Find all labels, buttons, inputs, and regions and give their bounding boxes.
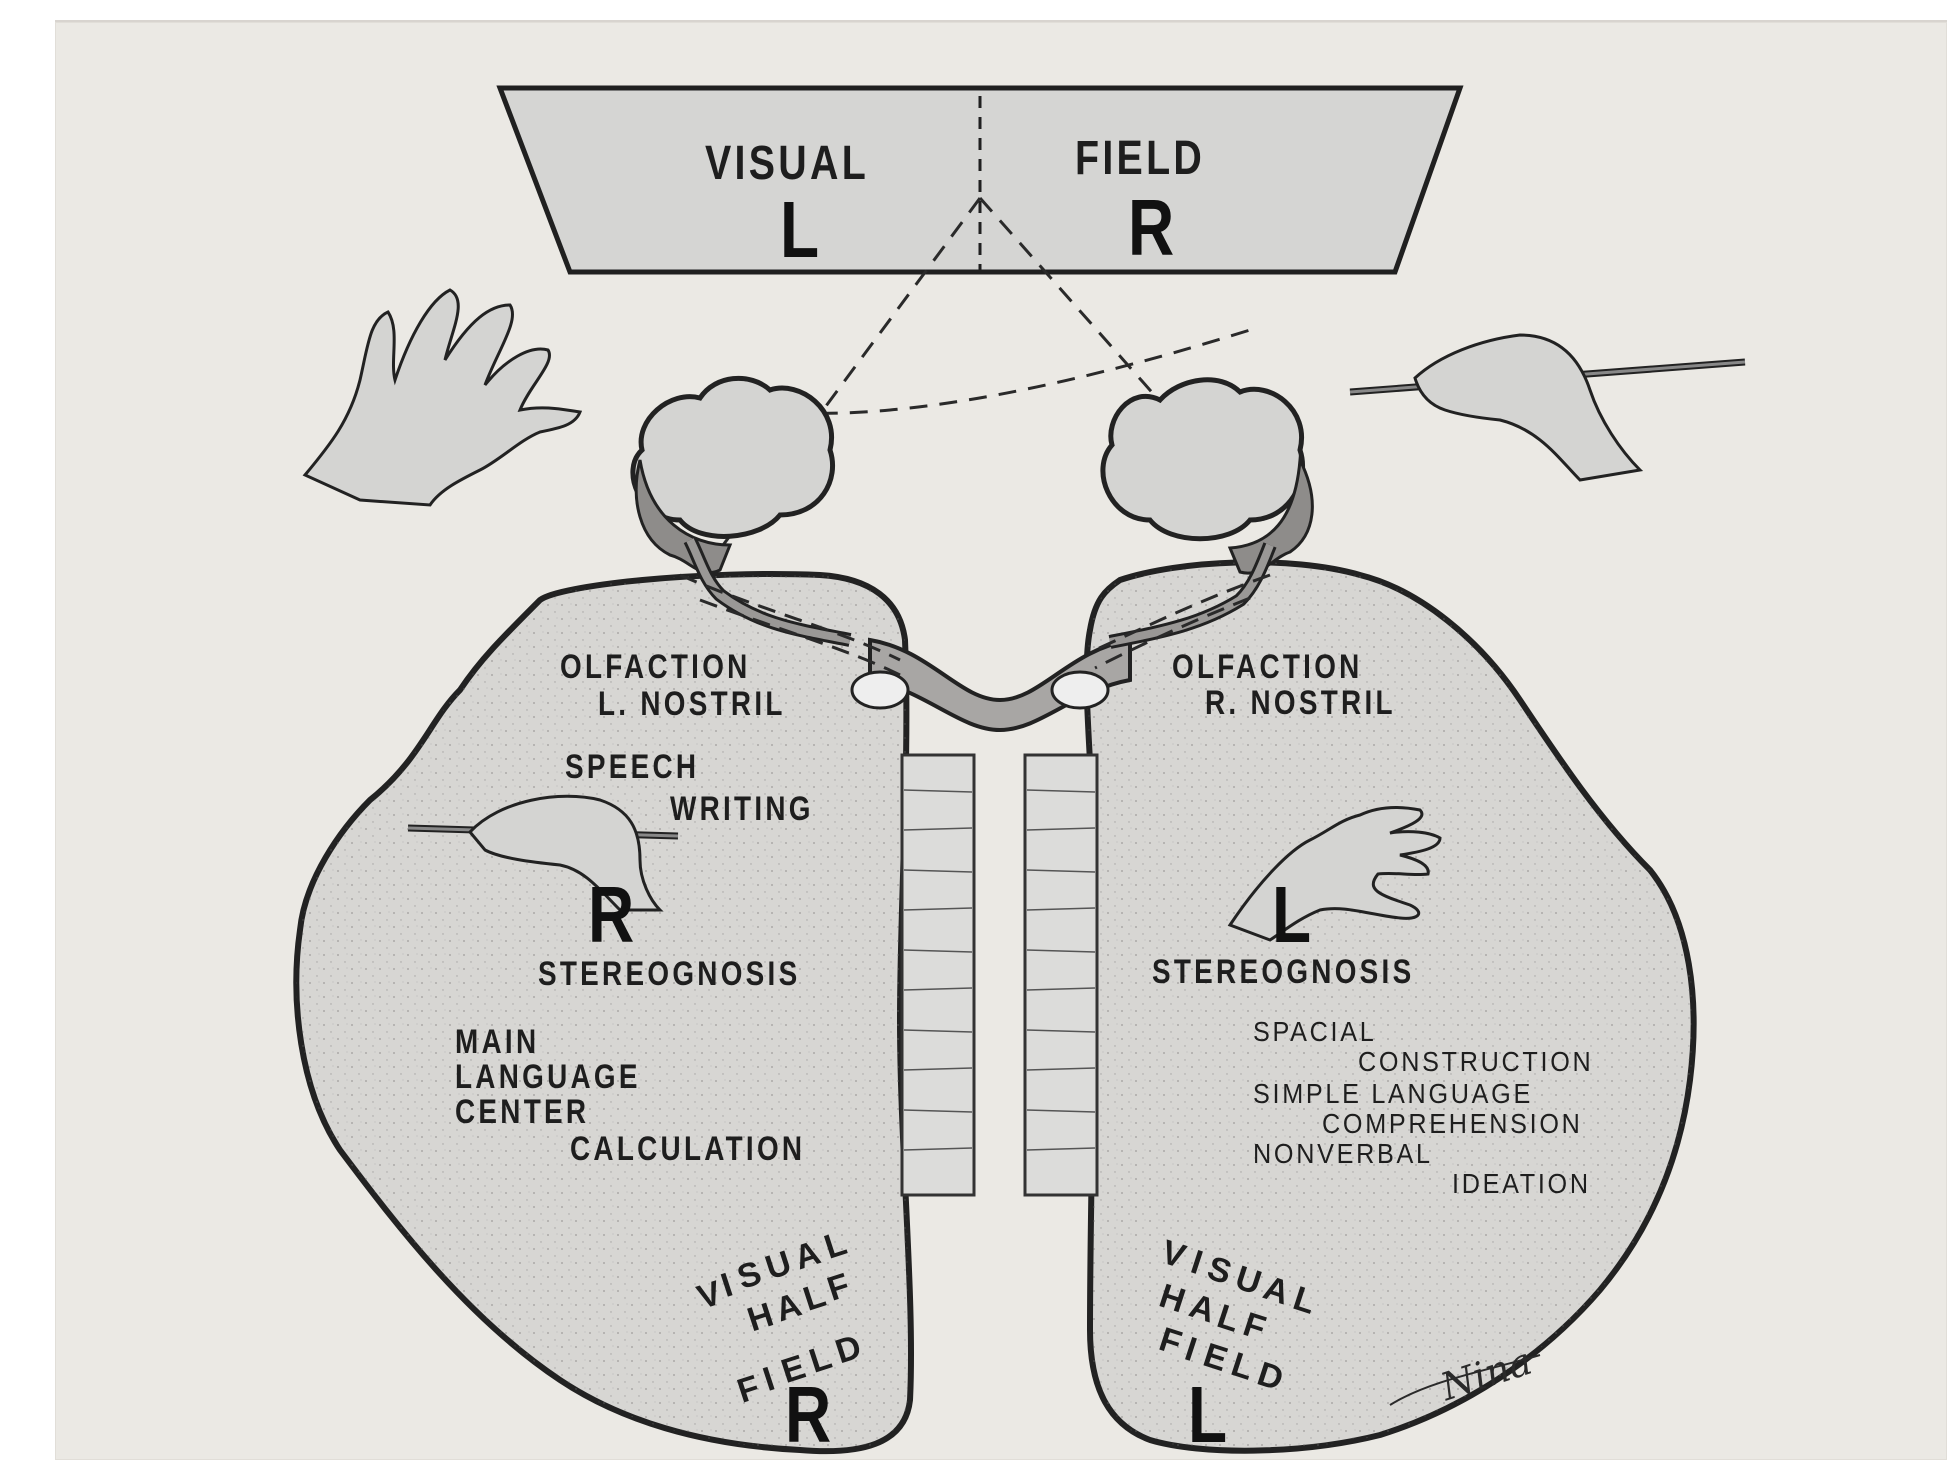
calculation-label: CALCULATION [570,1132,805,1166]
visual-field-left-word: VISUAL [705,140,869,188]
left-hand-letter: R [588,875,634,955]
left-field-letter: R [785,1375,831,1455]
visual-field-right-word: FIELD [1075,135,1205,183]
right-writing-hand-icon [1350,335,1745,480]
ideation-label: IDEATION [1452,1170,1591,1198]
construction-label: CONSTRUCTION [1358,1048,1593,1076]
right-stereognosis-label: STEREOGNOSIS [1152,955,1414,989]
corpus-callosum [902,755,1097,1195]
left-nostril-label: L. NOSTRIL [598,687,786,721]
visual-field-panel [500,88,1460,272]
nonverbal-label: NONVERBAL [1253,1140,1433,1168]
speech-label: SPEECH [565,750,699,784]
left-hand-icon [305,290,580,505]
left-olfaction-label: OLFACTION [560,650,751,684]
center-label: CENTER [455,1095,589,1129]
right-field-letter: L [1188,1375,1227,1455]
writing-label: WRITING [670,792,814,826]
main-label: MAIN [455,1025,539,1059]
visual-field-left-letter: L [780,190,819,270]
language-label: LANGUAGE [455,1060,641,1094]
left-stereognosis-label: STEREOGNOSIS [538,957,800,991]
spacial-label: SPACIAL [1253,1018,1376,1046]
simple-language-label: SIMPLE LANGUAGE [1253,1080,1533,1108]
right-nostril-label: R. NOSTRIL [1205,686,1396,720]
comprehension-label: COMPREHENSION [1322,1110,1583,1138]
visual-field-right-letter: R [1128,188,1174,268]
right-hand-letter: L [1272,875,1311,955]
right-olfaction-label: OLFACTION [1172,650,1363,684]
